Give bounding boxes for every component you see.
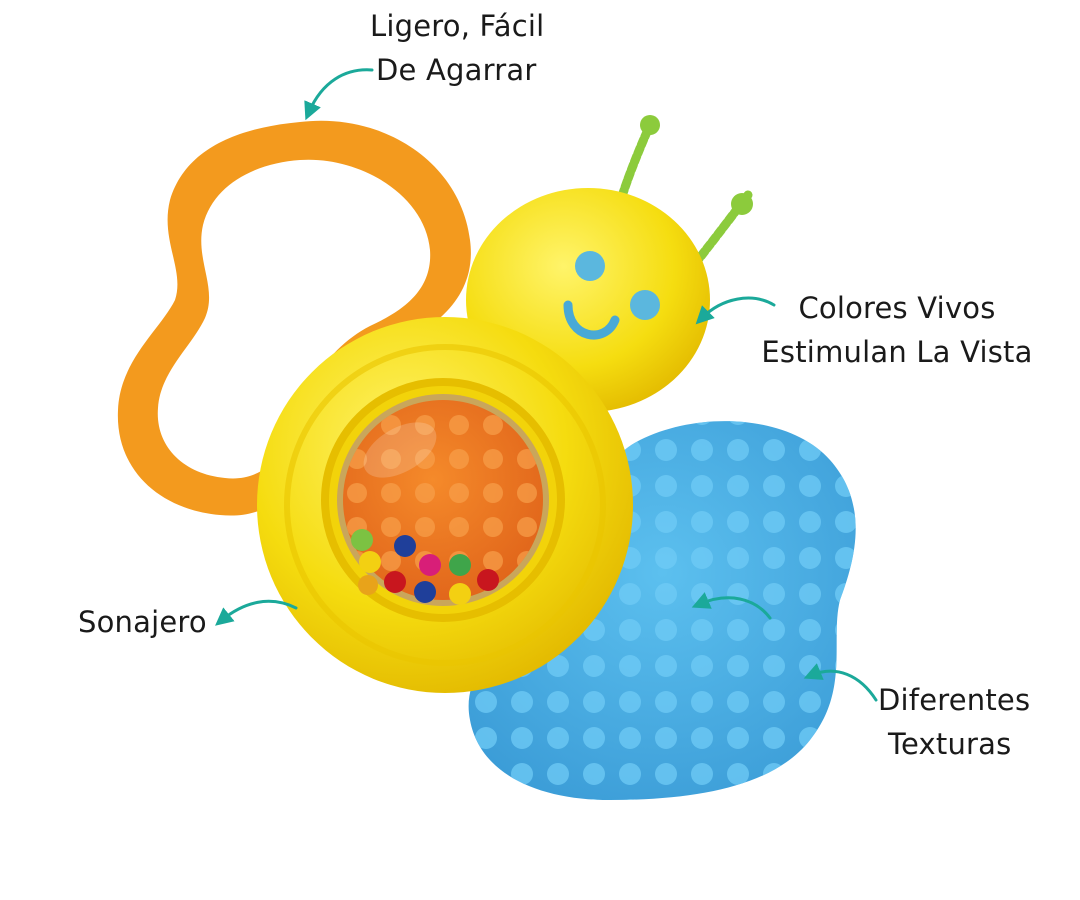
label-textures-line2: Texturas bbox=[888, 727, 1012, 761]
left-eye-icon bbox=[575, 251, 605, 281]
colors-arrow-icon bbox=[695, 296, 776, 325]
label-rattle: Sonajero bbox=[78, 600, 207, 644]
label-colors-line1: Colores Vivos bbox=[798, 291, 996, 325]
label-rattle-text: Sonajero bbox=[78, 605, 207, 639]
rattle-arrow-icon bbox=[215, 599, 298, 626]
grip-arrow-icon bbox=[304, 68, 374, 121]
label-grip-line2: De Agarrar bbox=[376, 53, 537, 87]
label-colors-line2: Estimulan La Vista bbox=[761, 335, 1033, 369]
textures-arrow-icon bbox=[803, 663, 878, 702]
label-grip: Ligero, Fácil De Agarrar bbox=[370, 4, 544, 92]
orange-handle bbox=[117, 120, 471, 516]
label-grip-line1: Ligero, Fácil bbox=[370, 9, 545, 43]
rattle-beads bbox=[351, 529, 499, 605]
rattle-body bbox=[257, 317, 633, 693]
wing-arrow-icon bbox=[691, 592, 772, 620]
label-textures-line1: Diferentes bbox=[878, 683, 1031, 717]
blue-teether-wing bbox=[468, 421, 856, 800]
right-eye-icon bbox=[630, 290, 660, 320]
smile-icon bbox=[563, 300, 620, 340]
label-textures: Diferentes Texturas bbox=[878, 678, 1030, 766]
label-colors: Colores Vivos Estimulan La Vista bbox=[752, 286, 1042, 374]
annotation-arrows bbox=[215, 68, 878, 702]
